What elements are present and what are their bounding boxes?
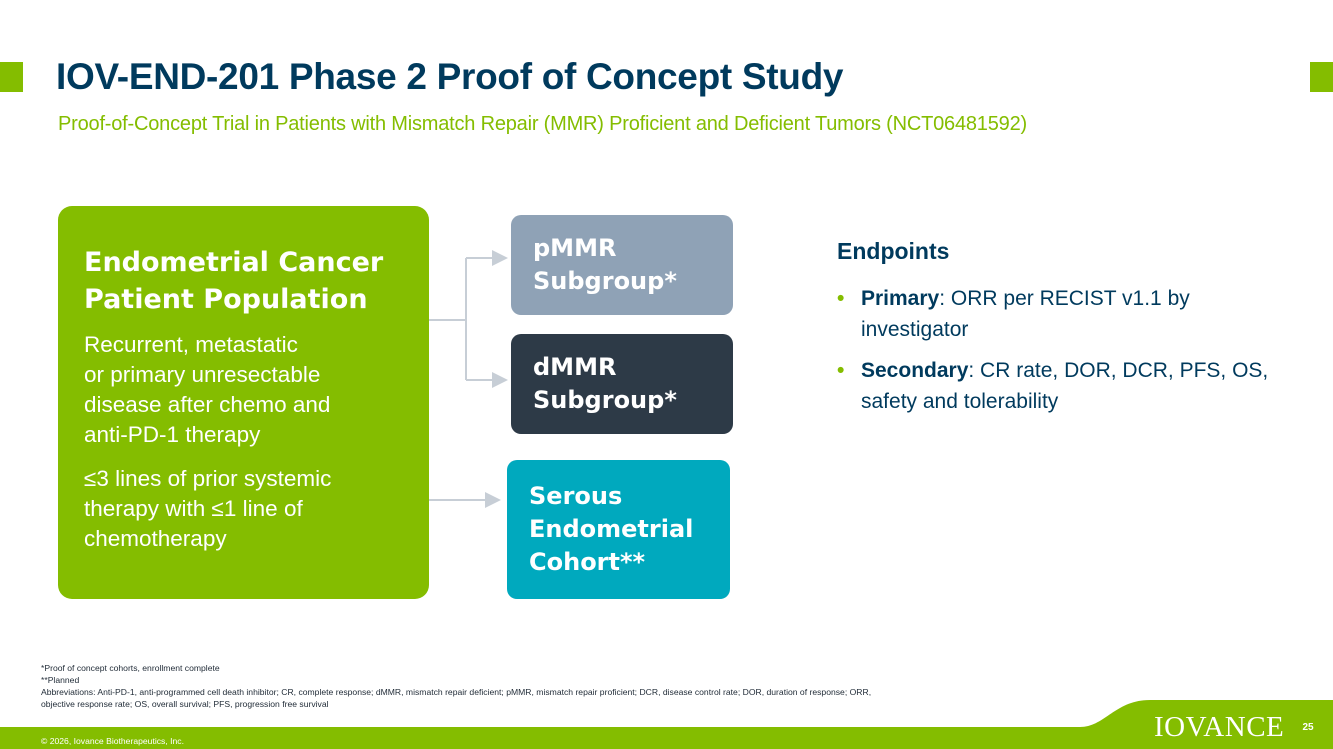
population-criteria-disease: Recurrent, metastatic or primary unresec… [84,330,405,450]
arm-label-line: Serous [529,482,623,510]
endpoints-section: Endpoints • Primary: ORR per RECIST v1.1… [837,238,1297,427]
page-title: IOV-END-201 Phase 2 Proof of Concept Stu… [56,56,844,97]
footnote-line: **Planned [41,675,80,685]
footnote-line: *Proof of concept cohorts, enrollment co… [41,663,220,673]
footer-wave-shape [1080,700,1333,749]
arm-label-line: Endometrial [529,515,694,543]
page-subtitle: Proof-of-Concept Trial in Patients with … [58,113,1027,135]
footnote-line: Abbreviations: Anti-PD-1, anti-programme… [41,687,872,697]
endpoints-heading: Endpoints [837,238,950,264]
endpoint-label: Primary [861,287,940,310]
footnote-line: objective response rate; OS, overall sur… [41,699,329,709]
bullet-icon: • [837,287,845,310]
iovance-logo: IOVANCE [1154,711,1285,743]
right-edge-accent [1310,62,1333,92]
footer-bar [0,727,1333,749]
population-title: Endometrial Cancer Patient Population [84,244,405,318]
page-number-badge: 25 [1291,710,1325,744]
criteria-line: Recurrent, metastatic [84,332,298,357]
criteria-line: chemotherapy [84,526,227,551]
copyright-text: © 2026, Iovance Biotherapeutics, Inc. [41,736,184,746]
pmmr-subgroup-box: pMMR Subgroup* [511,215,733,315]
population-title-line: Patient Population [84,284,368,315]
arm-label-line: Subgroup* [533,386,677,414]
endpoint-primary: • Primary: ORR per RECIST v1.1 by invest… [837,283,1297,345]
arm-label-line: Cohort** [529,548,646,576]
criteria-line: anti-PD-1 therapy [84,422,261,447]
endpoint-secondary: • Secondary: CR rate, DOR, DCR, PFS, OS,… [837,355,1297,417]
arm-label-line: Subgroup* [533,267,677,295]
population-title-line: Endometrial Cancer [84,247,384,278]
bullet-icon: • [837,359,845,382]
endpoint-text: : ORR per RECIST v1.1 by investigator [861,287,1190,341]
footnotes: *Proof of concept cohorts, enrollment co… [41,662,1001,710]
serous-cohort-box: Serous Endometrial Cohort** [507,460,730,599]
criteria-line: disease after chemo and [84,392,331,417]
patient-population-box: Endometrial Cancer Patient Population Re… [58,206,429,599]
arm-label-line: pMMR [533,234,617,262]
left-edge-accent [0,62,23,92]
endpoints-list: • Primary: ORR per RECIST v1.1 by invest… [837,283,1297,417]
arm-label-line: dMMR [533,353,617,381]
criteria-line: ≤3 lines of prior systemic [84,466,332,491]
criteria-line: therapy with ≤1 line of [84,496,303,521]
endpoint-text: : CR rate, DOR, DCR, PFS, OS, safety and… [861,359,1269,413]
population-criteria-prior-therapy: ≤3 lines of prior systemic therapy with … [84,464,405,554]
criteria-line: or primary unresectable [84,362,321,387]
flow-connectors [429,250,508,508]
endpoint-label: Secondary [861,359,969,382]
dmmr-subgroup-box: dMMR Subgroup* [511,334,733,434]
